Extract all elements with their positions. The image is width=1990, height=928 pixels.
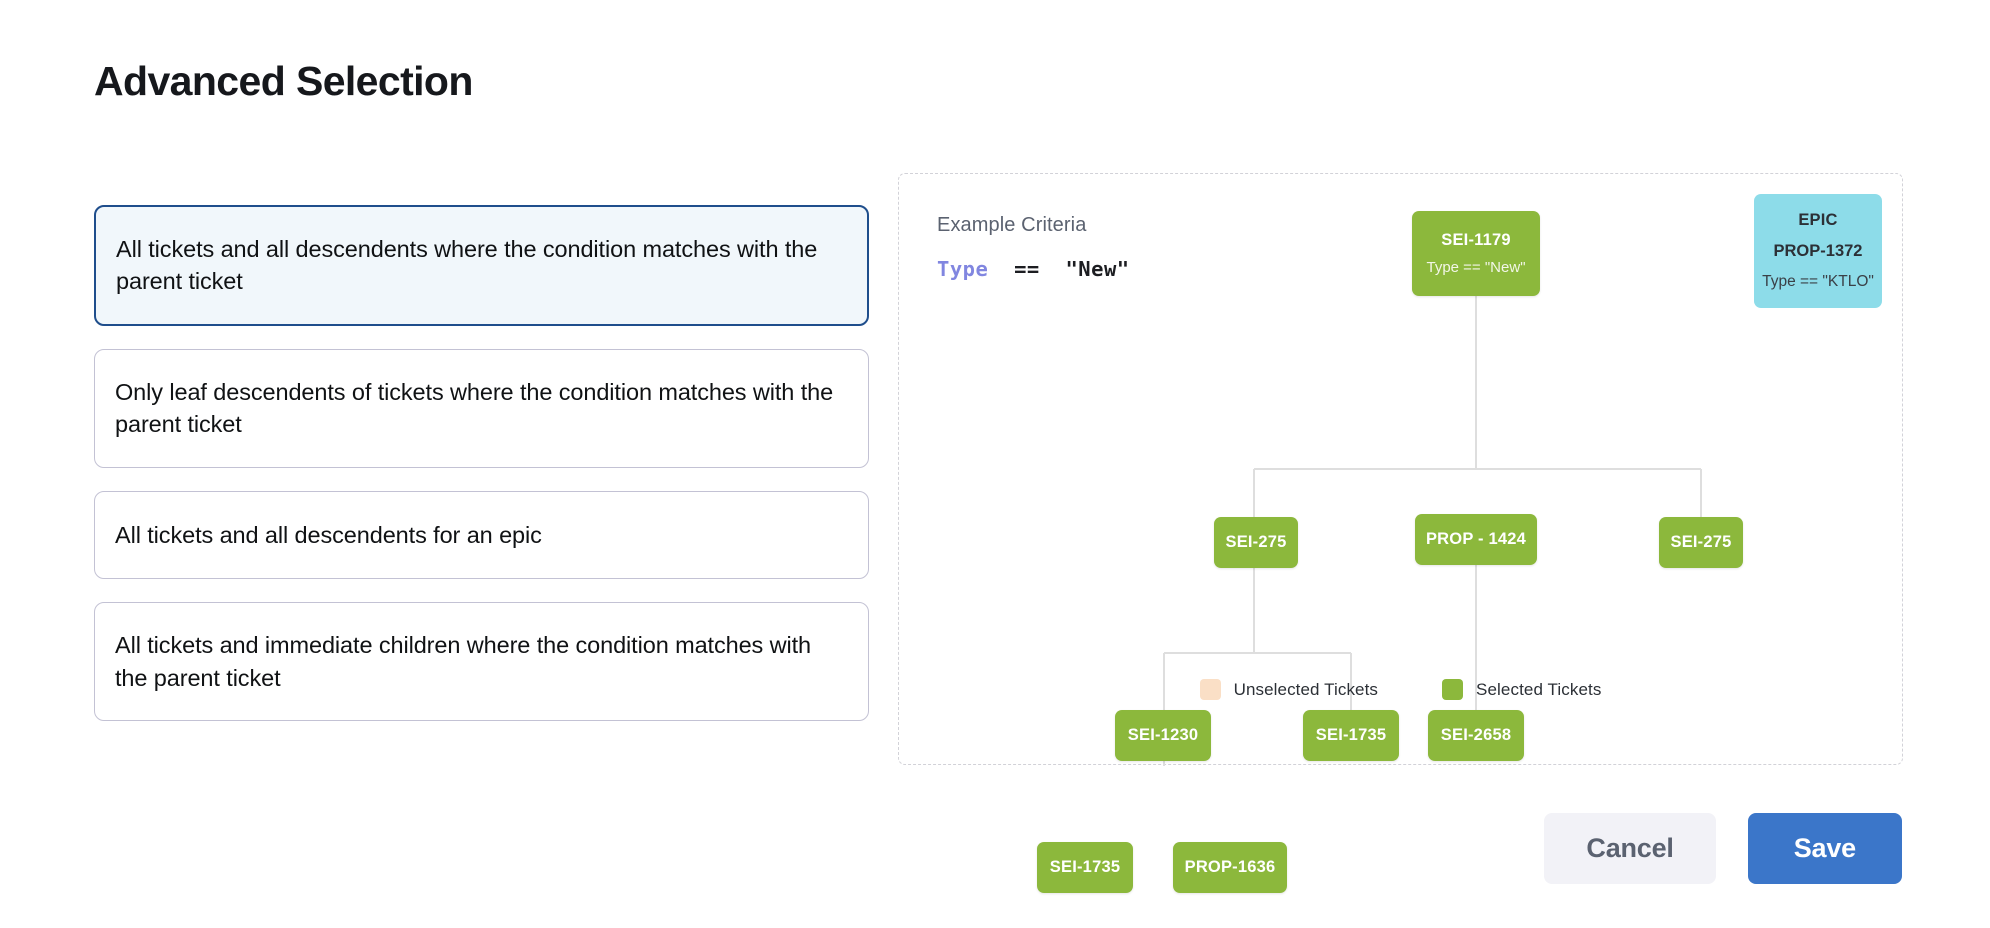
tree-node-id: SEI-1735 xyxy=(1049,858,1121,876)
selection-options-list: All tickets and all descendents where th… xyxy=(94,205,869,744)
tree-node-id: PROP - 1424 xyxy=(1425,530,1527,548)
option-card-leaf-descendents[interactable]: Only leaf descendents of tickets where t… xyxy=(94,348,869,468)
tree-node-id: SEI-275 xyxy=(1225,533,1287,551)
epic-condition: Type == "KTLO" xyxy=(1762,273,1874,290)
footer-actions: Cancel Save xyxy=(1544,813,1902,884)
unselected-swatch-icon xyxy=(1199,679,1221,700)
tree-node-epic-prop-1372[interactable]: EPIC PROP-1372 Type == "KTLO" xyxy=(1754,194,1882,308)
criteria-value: "New" xyxy=(1065,257,1130,281)
option-label: All tickets and all descendents for an e… xyxy=(115,521,542,548)
page-title: Advanced Selection xyxy=(94,58,473,104)
tree-node-sei-1179[interactable]: SEI-1179 Type == "New" xyxy=(1412,211,1540,296)
tree-node-id: SEI-2658 xyxy=(1440,726,1512,744)
cancel-button[interactable]: Cancel xyxy=(1544,813,1716,884)
criteria-expression: Type == "New" xyxy=(937,257,1130,281)
tree-node-id: SEI-1230 xyxy=(1127,726,1199,744)
option-card-immediate-children[interactable]: All tickets and immediate children where… xyxy=(94,602,869,721)
tree-node-id: SEI-1179 xyxy=(1441,231,1511,249)
tree-node-id: SEI-1735 xyxy=(1315,726,1387,744)
tree-node-id: SEI-275 xyxy=(1670,533,1732,551)
option-label: Only leaf descendents of tickets where t… xyxy=(115,378,834,438)
criteria-title: Example Criteria xyxy=(937,214,1087,236)
tree-node-sei-2658[interactable]: SEI-2658 xyxy=(1428,710,1524,761)
tree-node-id: PROP-1636 xyxy=(1184,858,1276,876)
tree-node-sei-275-right[interactable]: SEI-275 xyxy=(1659,517,1743,568)
option-label: All tickets and immediate children where… xyxy=(115,632,812,691)
epic-key: PROP-1372 xyxy=(1773,242,1863,260)
criteria-operator: == xyxy=(1014,257,1040,281)
save-button[interactable]: Save xyxy=(1747,813,1902,884)
ticket-hierarchy-tree: SEI-1179 Type == "New" EPIC PROP-1372 Ty… xyxy=(899,174,1904,893)
tree-node-prop-1424[interactable]: PROP - 1424 xyxy=(1415,514,1537,565)
legend-item-selected: Selected Tickets xyxy=(1442,679,1601,700)
tree-node-sei-1735-leaf[interactable]: SEI-1735 xyxy=(1037,842,1133,893)
diagram-legend: Unselected Tickets Selected Tickets xyxy=(899,679,1902,700)
option-label: All tickets and all descendents where th… xyxy=(116,236,818,295)
tree-connector-lines xyxy=(1163,296,1702,766)
tree-node-sei-275-left[interactable]: SEI-275 xyxy=(1214,517,1298,568)
legend-label: Selected Tickets xyxy=(1476,679,1602,699)
selected-swatch-icon xyxy=(1442,679,1464,700)
tree-node-sei-1230[interactable]: SEI-1230 xyxy=(1115,710,1211,761)
criteria-block: Example Criteria Type == "New" xyxy=(937,214,1130,281)
example-diagram-panel: Example Criteria Type == "New" xyxy=(898,173,1904,893)
criteria-keyword: Type xyxy=(937,257,989,281)
legend-item-unselected: Unselected Tickets xyxy=(1199,679,1379,700)
tree-node-condition: Type == "New" xyxy=(1426,259,1526,276)
option-card-epic-descendents[interactable]: All tickets and all descendents for an e… xyxy=(94,490,869,580)
legend-label: Unselected Tickets xyxy=(1233,679,1379,699)
tree-node-prop-1636[interactable]: PROP-1636 xyxy=(1173,842,1287,893)
tree-node-sei-1735-mid[interactable]: SEI-1735 xyxy=(1303,710,1399,761)
option-card-all-descendents[interactable]: All tickets and all descendents where th… xyxy=(94,205,869,326)
epic-type-label: EPIC xyxy=(1798,211,1838,229)
